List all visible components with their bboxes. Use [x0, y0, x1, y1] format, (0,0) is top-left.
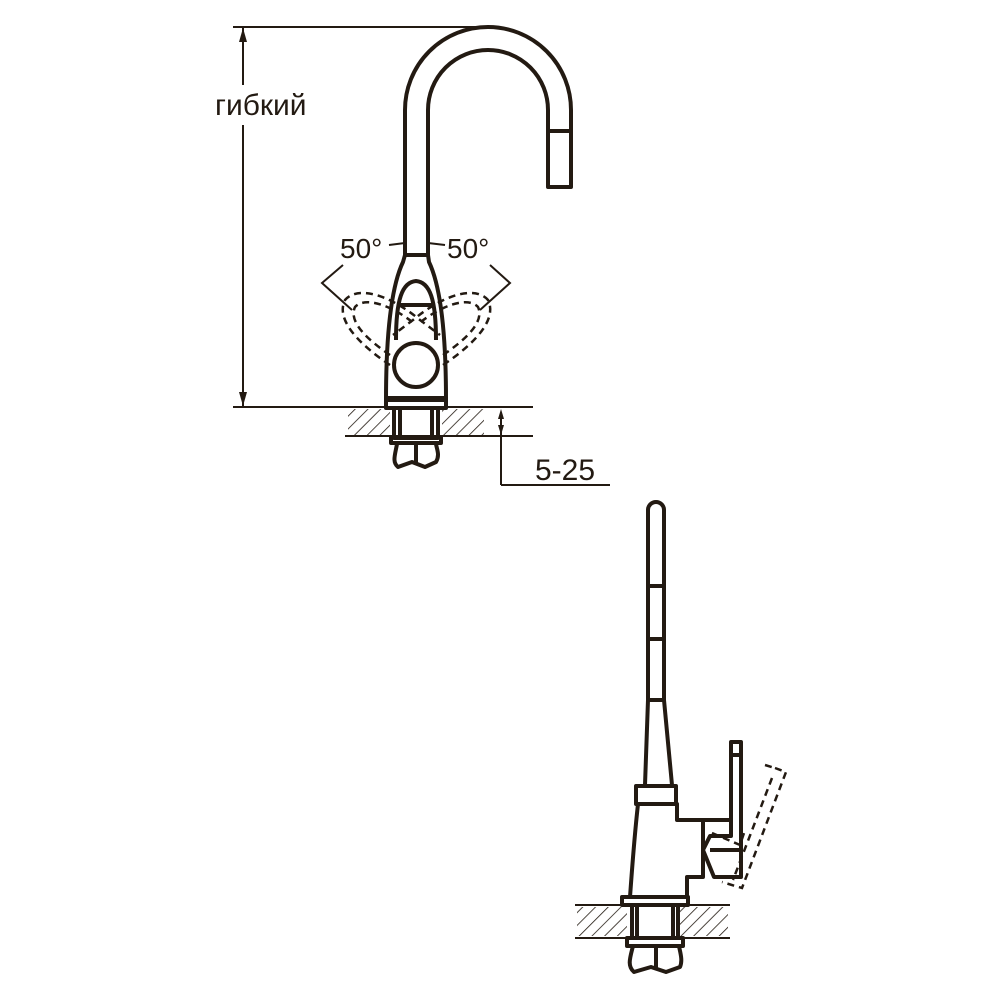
front-view: гибкий 50° 50° — [215, 25, 610, 487]
side-view — [575, 500, 788, 974]
countertop-side — [575, 903, 730, 974]
rotation-angles: 50° 50° — [320, 233, 512, 311]
right-angle-label: 50° — [447, 233, 489, 264]
height-label: гибкий — [215, 89, 307, 122]
side-body — [620, 784, 705, 907]
thickness-dimension: 5-25 — [498, 409, 610, 487]
mixer-body — [384, 253, 448, 410]
gooseneck-spout — [403, 25, 573, 255]
thickness-label: 5-25 — [535, 454, 595, 487]
side-spout — [643, 500, 674, 786]
height-dimension: гибкий — [215, 26, 490, 407]
side-handle — [701, 740, 788, 890]
countertop-front — [233, 406, 533, 469]
left-angle-label: 50° — [340, 233, 382, 264]
